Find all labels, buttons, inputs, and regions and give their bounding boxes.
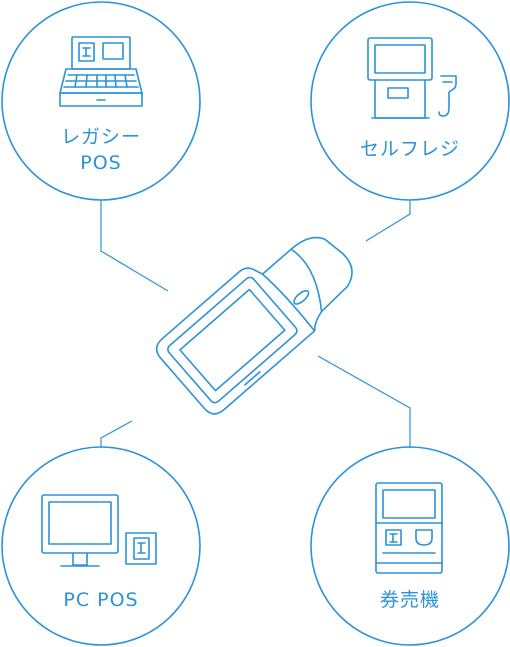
- legacy-pos-label-line2: POS: [80, 152, 122, 174]
- pc-pos-label: PC POS: [63, 589, 139, 611]
- connector-lines: [100, 200, 411, 448]
- legacy-pos-label-line1: レガシー: [60, 126, 141, 148]
- desktop-pc-icon: [41, 494, 157, 567]
- connector-ticket-machine: [317, 355, 411, 448]
- handheld-payment-terminal-icon: [155, 236, 353, 415]
- cash-register-icon: [59, 36, 143, 107]
- connector-self-register: [365, 200, 411, 242]
- node-circle-pc-pos: [1, 446, 201, 646]
- node-circle-ticket-machine: [310, 446, 510, 646]
- ticket-vending-machine-icon: [375, 482, 443, 574]
- node-circle-legacy-pos: [1, 1, 201, 201]
- node-circle-self-register: [310, 1, 510, 201]
- legacy-pos-label: レガシー POS: [31, 124, 171, 176]
- self-checkout-kiosk-icon: [367, 37, 457, 119]
- connector-pc-pos: [100, 420, 133, 448]
- ticket-machine-label: 券売機: [379, 589, 440, 611]
- self-register-label: セルフレジ: [359, 138, 460, 160]
- connector-legacy-pos: [100, 200, 169, 292]
